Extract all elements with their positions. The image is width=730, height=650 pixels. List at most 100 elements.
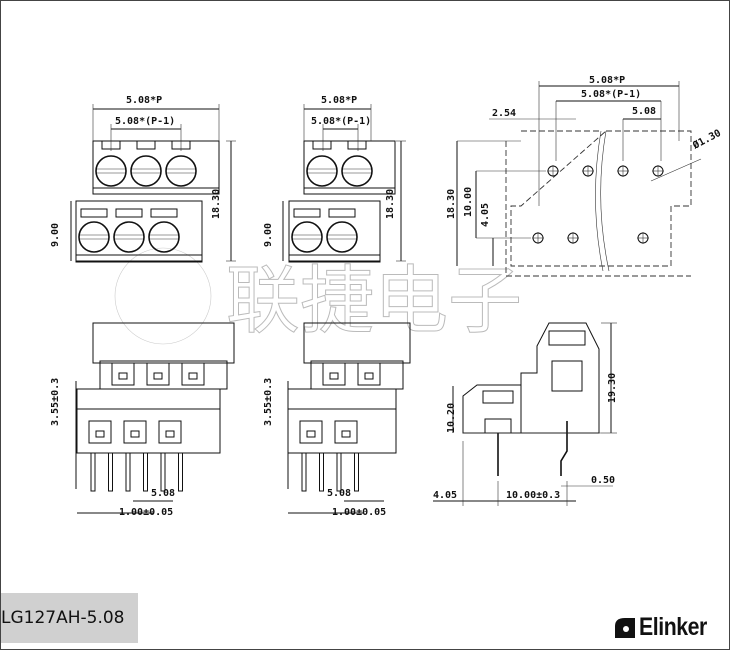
dim-lower-height: 9.00 <box>50 223 61 247</box>
wire-opening <box>181 362 205 386</box>
wire-entry <box>136 140 156 150</box>
rail <box>75 254 203 262</box>
dim-hole-diameter: Ø1.30 <box>690 127 723 152</box>
high-housing <box>520 322 600 434</box>
footprint-outline <box>505 141 691 277</box>
dim-pitch-inner: 5.08*(P-1) <box>581 89 641 100</box>
rail <box>288 254 381 262</box>
lower-body <box>287 388 397 410</box>
lower-block <box>288 200 381 263</box>
pin <box>160 452 166 492</box>
break-line <box>595 130 610 272</box>
wire-entry <box>80 208 108 218</box>
wire-opening <box>299 420 323 444</box>
screw-icon <box>326 221 358 253</box>
dim-row-spacing: 10.00±0.3 <box>506 490 560 501</box>
clamp-icon <box>329 372 339 380</box>
clamp-icon <box>130 430 140 438</box>
dim-pin-height: 3.55±0.3 <box>50 378 61 426</box>
model-label: LG127AH-5.08 <box>1 593 138 643</box>
dim-pin: 0.50 <box>591 475 615 486</box>
brand-logo: Elinker <box>613 613 719 642</box>
lower-block <box>75 200 203 263</box>
clamp-icon <box>95 430 105 438</box>
upper-body <box>92 322 235 364</box>
dim-offset: 2.54 <box>492 108 516 119</box>
screw-icon <box>148 221 180 253</box>
dim-pin-width: 1.00±0.05 <box>332 507 386 518</box>
wire-entry <box>115 208 143 218</box>
rail <box>303 187 396 195</box>
wire-entry <box>328 208 356 218</box>
dim-low-height: 10.20 <box>446 403 457 433</box>
lower-body <box>76 408 221 454</box>
pin <box>560 421 568 476</box>
watermark-logo-icon <box>114 247 212 345</box>
wire-entry <box>293 208 321 218</box>
wire-entry <box>150 208 178 218</box>
wire-opening <box>88 420 112 444</box>
dim-lower-height: 9.00 <box>263 223 274 247</box>
dim-pin-width: 1.00±0.05 <box>119 507 173 518</box>
wire-opening <box>123 420 147 444</box>
dim-edge: 4.05 <box>480 203 491 227</box>
dim-pin-height: 3.55±0.3 <box>263 378 274 426</box>
wire-entry <box>347 140 367 150</box>
clamp-icon <box>306 430 316 438</box>
wire-opening <box>158 420 182 444</box>
screw-head <box>482 390 514 404</box>
clamp-icon <box>118 372 128 380</box>
pin <box>336 452 342 492</box>
drawing-line <box>650 158 702 182</box>
pin <box>354 452 359 492</box>
clamp-icon <box>153 372 163 380</box>
clamp <box>551 360 583 392</box>
dim-high-height: 19.30 <box>607 373 618 403</box>
screw-icon <box>130 155 162 187</box>
clamp-icon <box>364 372 374 380</box>
dim-row-spacing: 10.00 <box>463 187 474 217</box>
pin <box>178 452 183 492</box>
screw-icon <box>113 221 145 253</box>
screw-head <box>548 330 586 346</box>
pin <box>319 452 324 492</box>
screw-icon <box>95 155 127 187</box>
pin <box>301 452 307 492</box>
dim-pitch: 5.08 <box>327 488 351 499</box>
elinker-logo-icon <box>615 617 635 638</box>
brand-name: Elinker <box>639 613 707 641</box>
wire-opening <box>111 362 135 386</box>
low-housing <box>462 384 522 434</box>
dim-height: 18.30 <box>446 189 457 219</box>
screw-icon <box>341 155 373 187</box>
wire-opening <box>146 362 170 386</box>
screw-icon <box>306 155 338 187</box>
pin <box>90 452 96 492</box>
screw-icon <box>165 155 197 187</box>
dim-height: 18.30 <box>385 189 396 219</box>
watermark-text: 联捷电子 <box>226 258 522 344</box>
lower-body <box>76 388 221 410</box>
screw-icon <box>78 221 110 253</box>
clamp-icon <box>341 430 351 438</box>
clamp-icon <box>188 372 198 380</box>
clamp-icon <box>165 430 175 438</box>
dim-pitch-total: 5.08*P <box>321 95 357 106</box>
dim-pitch: 5.08 <box>632 106 656 117</box>
clamp <box>484 418 512 434</box>
dim-pitch-inner: 5.08*(P-1) <box>311 116 371 127</box>
pin <box>108 452 113 492</box>
wire-opening <box>334 420 358 444</box>
wire-entry <box>312 140 332 150</box>
upper-body <box>303 322 411 364</box>
dim-pitch: 5.08 <box>151 488 175 499</box>
screw-icon <box>291 221 323 253</box>
dim-pitch-inner: 5.08*(P-1) <box>115 116 175 127</box>
wire-opening <box>357 362 381 386</box>
dim-pitch-total: 5.08*P <box>589 75 625 86</box>
rail <box>92 187 220 195</box>
dim-edge: 4.05 <box>433 490 457 501</box>
dim-pitch-total: 5.08*P <box>126 95 162 106</box>
